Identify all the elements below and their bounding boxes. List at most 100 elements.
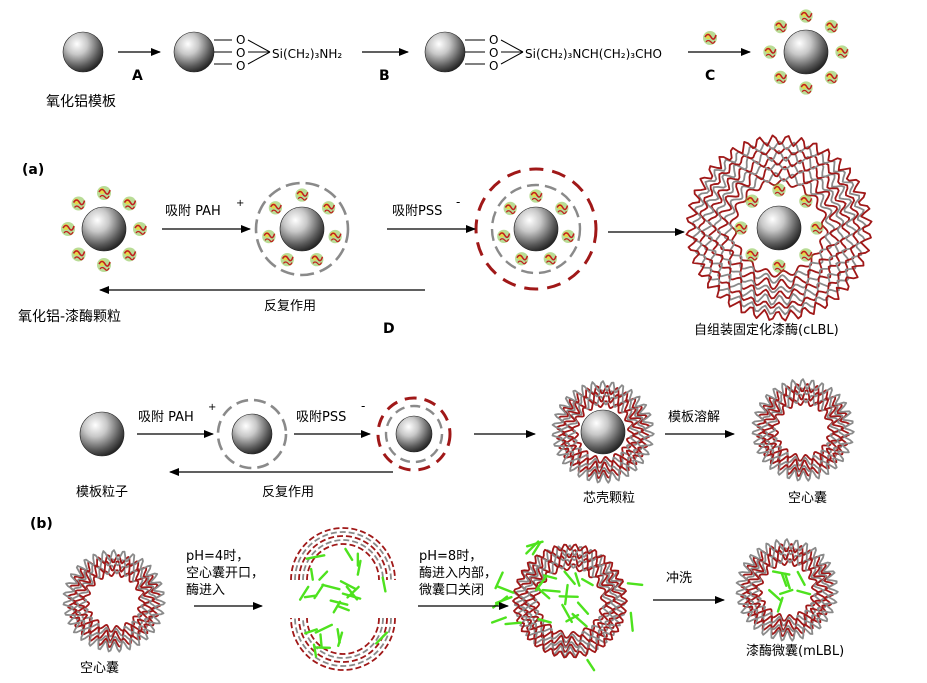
- enzyme-needle-icon: [298, 585, 310, 601]
- enzyme-strand: [517, 260, 527, 265]
- laccase-enzyme-icon: [561, 229, 575, 243]
- enzyme-strand: [99, 194, 110, 199]
- enzyme-strand: [837, 53, 848, 58]
- reaction-arrows: [99, 39, 751, 610]
- laccase-enzyme-icon: [515, 252, 529, 266]
- polyelectrolyte-shell-icon: [306, 617, 380, 655]
- polyelectrolyte-shell-icon: [685, 134, 873, 322]
- enzyme-strand: [124, 205, 136, 210]
- enzyme-strand: [134, 224, 147, 231]
- enzyme-strand: [74, 256, 85, 261]
- enzyme-strand: [499, 238, 510, 242]
- enzyme-strand: [546, 260, 556, 265]
- sphere-icon: [783, 29, 829, 75]
- enzyme-strand: [800, 250, 813, 257]
- oxygen-label: O: [489, 33, 498, 47]
- laccase-enzyme-icon: [310, 252, 324, 267]
- enzyme-strand: [312, 261, 323, 266]
- laccase-enzyme-icon: [772, 259, 786, 273]
- enzyme-strand: [811, 223, 824, 230]
- enzyme-strand: [123, 250, 137, 257]
- laccase-enzyme-icon: [745, 194, 759, 208]
- sphere-icon: [580, 409, 626, 455]
- laccase-enzyme-icon: [555, 201, 569, 216]
- enzyme-needle-icon: [796, 570, 806, 587]
- enzyme-strand: [776, 28, 786, 33]
- enzyme-needles: [298, 540, 812, 672]
- polyelectrolyte-shell-icon: [294, 617, 392, 667]
- step-c-label: C: [705, 68, 715, 84]
- polyelectrolyte-shell-icon: [740, 543, 834, 637]
- glutaraldehyde-formula: Si(CH₂)₃NCH(CH₂)₃CHO: [525, 47, 662, 61]
- ph8-line3: 微囊口关闭: [419, 582, 484, 598]
- enzyme-strand: [563, 238, 574, 242]
- enzyme-strand: [530, 191, 543, 198]
- pah-charge: +: [208, 402, 216, 413]
- polyelectrolyte-shell-icon: [551, 380, 655, 484]
- enzyme-needle-icon: [537, 618, 552, 624]
- polyelectrolyte-shell-icon: [735, 538, 839, 642]
- adsorb-pss-label: 吸附PSS: [392, 204, 442, 219]
- enzyme-needle-icon: [565, 613, 580, 623]
- enzyme-strand: [297, 196, 308, 201]
- laccase-enzyme-icon: [763, 45, 777, 59]
- polyelectrolyte-shell-icon: [290, 527, 396, 581]
- enzyme-needle-icon: [494, 595, 513, 605]
- laccase-enzyme-icon: [122, 196, 137, 211]
- step-d-label: D: [383, 321, 395, 337]
- polyelectrolyte-shell-icon: [376, 396, 452, 472]
- polyelectrolyte-shell-icon: [566, 395, 640, 469]
- enzyme-strand: [776, 79, 786, 84]
- enzyme-strand: [746, 197, 759, 203]
- enzyme-strand: [773, 185, 786, 192]
- adsorb-pss-label: 吸附PSS: [296, 410, 346, 425]
- enzyme-strand: [505, 210, 516, 215]
- laccase-enzyme-icon: [799, 9, 813, 23]
- laccase-enzyme-icon: [262, 229, 276, 244]
- polyelectrolyte-shell-icon: [762, 389, 844, 471]
- polyelectrolyte-shell-icon: [62, 549, 166, 653]
- siloxane-bond-lines: [465, 39, 524, 65]
- enzyme-strand: [263, 232, 276, 239]
- polyelectrolyte-shell-icon: [490, 183, 582, 275]
- enzyme-needle-icon: [563, 583, 569, 606]
- siloxane-bond-lines: [214, 39, 271, 65]
- enzyme-strand: [765, 53, 776, 58]
- hollow-capsule-label: 空心囊: [80, 660, 119, 676]
- enzyme-strand: [562, 232, 575, 239]
- enzyme-needle-icon: [780, 573, 788, 587]
- pss-charge: -: [456, 195, 460, 209]
- enzyme-strand: [498, 232, 511, 239]
- enzyme-strand: [74, 205, 85, 210]
- pah-charge: +: [236, 198, 244, 209]
- enzyme-strand: [544, 254, 557, 261]
- enzyme-strand: [775, 22, 787, 29]
- sphere-icon: [513, 206, 559, 252]
- enzyme-strand: [775, 73, 787, 80]
- pss-charge: -: [361, 399, 365, 413]
- polyelectrolyte-shell-icon: [73, 560, 155, 642]
- panel-a: (a) 吸附 PAH + 吸附PSS - 反复作用 氧化铝-漆酶颗粒 D 自组装…: [18, 162, 839, 338]
- laccase-enzyme-icon: [824, 70, 839, 85]
- enzyme-needle-icon: [356, 559, 362, 576]
- sphere-icon: [81, 206, 127, 252]
- enzyme-needle-icon: [776, 596, 784, 613]
- enzyme-needle-icon: [531, 542, 541, 556]
- enzyme-strand: [330, 238, 341, 243]
- sphere-icon: [231, 413, 273, 455]
- enzyme-strand: [323, 203, 336, 210]
- enzyme-needle-icon: [305, 554, 326, 560]
- oxygen-label: O: [236, 59, 245, 73]
- polyelectrolyte-shell-icon: [556, 385, 650, 479]
- panel-b-row2: (b) pH=4时， 空心囊开口， 酶进入 pH=8时， 酶进入内部， 微囊口关…: [30, 516, 844, 676]
- ph4-line1: pH=4时，: [186, 549, 249, 564]
- particle-label: 氧化铝-漆酶颗粒: [18, 309, 121, 325]
- dissolve-label: 模板溶解: [668, 410, 720, 425]
- polyelectrolyte-shell-icon: [384, 404, 444, 464]
- enzyme-needle-icon: [581, 577, 594, 587]
- laccase-enzyme-icon: [122, 247, 137, 262]
- mLBL-label: 漆酶微囊(mLBL): [746, 643, 844, 659]
- oxygen-label: O: [236, 33, 245, 47]
- enzyme-needle-icon: [344, 547, 354, 562]
- laccase-enzyme-icon: [503, 201, 517, 216]
